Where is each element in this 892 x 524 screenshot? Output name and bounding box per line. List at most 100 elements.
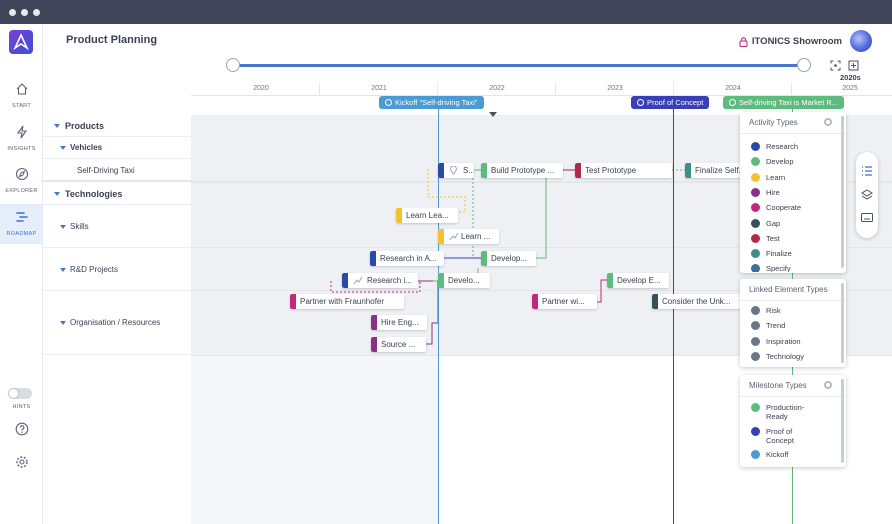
cooperate-dot-icon xyxy=(751,203,760,212)
activity-label: Develo... xyxy=(448,276,480,285)
activity-item[interactable]: Build Prototype ... xyxy=(481,163,563,178)
workspace-name[interactable]: ITONICS Showroom xyxy=(751,36,842,47)
lane-divider xyxy=(191,290,892,291)
activity-item[interactable]: Research in A... xyxy=(370,251,444,266)
legend-item-label: Cooperate xyxy=(766,203,802,212)
help-button[interactable] xyxy=(0,422,43,441)
activity-cooperate-bar xyxy=(532,294,538,309)
legend-item-label: Gap xyxy=(766,219,781,228)
today-marker-icon xyxy=(489,112,497,117)
window-dot-icon[interactable] xyxy=(9,9,16,16)
tree-row-vehicles[interactable]: Vehicles xyxy=(43,137,191,159)
nav-roadmap[interactable]: ROADMAP xyxy=(0,204,43,244)
activity-item[interactable]: Develop E... xyxy=(607,273,669,288)
legend-scrollbar[interactable] xyxy=(841,283,844,363)
activity-develop-bar xyxy=(438,273,444,288)
activity-item[interactable]: Consider the Unk... xyxy=(652,294,741,309)
tree-row-technologies[interactable]: Technologies xyxy=(43,182,191,205)
layers-icon[interactable] xyxy=(861,189,873,200)
nav-start[interactable]: START xyxy=(0,82,43,109)
expand-view-icon[interactable] xyxy=(848,60,859,71)
activity-item[interactable]: Develo... xyxy=(438,273,490,288)
tree-row-rd[interactable]: R&D Projects xyxy=(43,248,191,291)
legend-scrollbar[interactable] xyxy=(841,379,844,463)
window-dot-icon[interactable] xyxy=(21,9,28,16)
tree-label: Skills xyxy=(70,222,89,231)
tree-row-skills[interactable]: Skills xyxy=(43,205,191,248)
activity-develop-bar xyxy=(481,163,487,178)
activity-label: Partner wi... xyxy=(542,297,585,306)
caret-down-icon[interactable] xyxy=(54,124,60,128)
proof-icon xyxy=(637,99,644,106)
milestone-proof-of-concept[interactable]: Proof of Concept xyxy=(631,96,710,109)
avatar[interactable] xyxy=(850,30,872,52)
trend-icon xyxy=(353,276,363,285)
legend-item[interactable]: Production-Ready xyxy=(751,403,831,421)
activity-item[interactable]: Partner wi... xyxy=(532,294,597,309)
caret-down-icon[interactable] xyxy=(60,268,66,272)
legend-item-label: Technology xyxy=(766,352,804,361)
nav-label: ROADMAP xyxy=(6,231,37,237)
activity-item[interactable]: Source ... xyxy=(371,337,426,352)
activity-finalize-bar xyxy=(685,163,691,178)
tree-label: Vehicles xyxy=(70,143,103,152)
tree-row-org[interactable]: Organisation / Resources xyxy=(43,291,191,355)
lock-icon xyxy=(739,37,748,47)
fit-view-icon[interactable] xyxy=(830,60,841,71)
legend-activity-types: Activity Types Research Develop Learn Hi… xyxy=(740,112,846,273)
timeline-slider-end-handle[interactable] xyxy=(797,58,811,72)
activity-research-bar xyxy=(438,163,444,178)
keyboard-icon[interactable] xyxy=(861,213,873,222)
year-separator xyxy=(673,82,674,96)
settings-button[interactable] xyxy=(0,455,43,474)
tree-row-taxi[interactable]: Self-Driving Taxi xyxy=(43,159,191,182)
hints-toggle[interactable] xyxy=(8,388,32,399)
compass-icon xyxy=(15,167,28,181)
nav-label: INSIGHTS xyxy=(7,146,36,152)
legend-item[interactable]: Specify xyxy=(751,264,831,272)
activity-research-bar xyxy=(370,251,376,266)
trend-icon xyxy=(751,321,760,330)
activity-item[interactable]: Finalize Self... xyxy=(685,163,741,178)
zoom-level-label[interactable]: 2020s xyxy=(840,73,861,82)
specify-dot-icon xyxy=(751,264,760,272)
sidebar: START INSIGHTS EXPLORER ROADMAP HINTS xyxy=(0,24,43,524)
legend-scrollbar[interactable] xyxy=(841,116,844,268)
activity-item[interactable]: Partner with Fraunhofer xyxy=(290,294,404,309)
window-dot-icon[interactable] xyxy=(33,9,40,16)
caret-down-icon[interactable] xyxy=(60,225,66,229)
legend-item-label: Learn xyxy=(766,173,786,182)
caret-down-icon[interactable] xyxy=(60,146,66,150)
timeline-slider-track[interactable] xyxy=(232,64,804,67)
roadmap-tree: Products Vehicles Self-Driving Taxi Tech… xyxy=(43,115,191,524)
activity-item[interactable]: Research i... xyxy=(342,273,418,288)
nav-explorer[interactable]: EXPLORER xyxy=(0,167,43,194)
activity-learn-bar xyxy=(396,208,402,223)
finalize-dot-icon xyxy=(751,249,760,258)
year-label: 2021 xyxy=(371,85,387,92)
activity-item[interactable]: S... xyxy=(438,163,474,178)
activity-item[interactable]: Learn ... xyxy=(438,229,499,244)
activity-item[interactable]: Test Prototype xyxy=(575,163,672,178)
activity-item[interactable]: Hire Eng... xyxy=(371,315,427,330)
activity-item[interactable]: Learn Lea... xyxy=(396,208,458,223)
activity-item[interactable]: Develop... xyxy=(481,251,536,266)
learn-dot-icon xyxy=(751,173,760,182)
activity-label: Research in A... xyxy=(380,254,437,263)
gear-icon[interactable] xyxy=(824,381,832,389)
legend-item[interactable]: Proof of Concept xyxy=(751,427,831,445)
location-pin-icon xyxy=(449,166,458,175)
tree-row-products[interactable]: Products xyxy=(43,115,191,137)
nav-insights[interactable]: INSIGHTS xyxy=(0,125,43,152)
milestone-kickoff[interactable]: Kickoff "Self-driving Taxi" xyxy=(379,96,484,109)
year-label: 2025 xyxy=(842,85,858,92)
caret-down-icon[interactable] xyxy=(60,321,66,325)
list-view-icon[interactable] xyxy=(861,166,873,176)
caret-down-icon[interactable] xyxy=(54,192,60,196)
activity-hire-bar xyxy=(371,315,377,330)
milestone-market-ready[interactable]: Self-driving Taxi is Market R... xyxy=(723,96,845,109)
gear-icon[interactable] xyxy=(824,118,832,126)
timeline-slider-start-handle[interactable] xyxy=(226,58,240,72)
activity-label: Consider the Unk... xyxy=(662,297,731,306)
app-logo-icon[interactable] xyxy=(9,30,33,54)
